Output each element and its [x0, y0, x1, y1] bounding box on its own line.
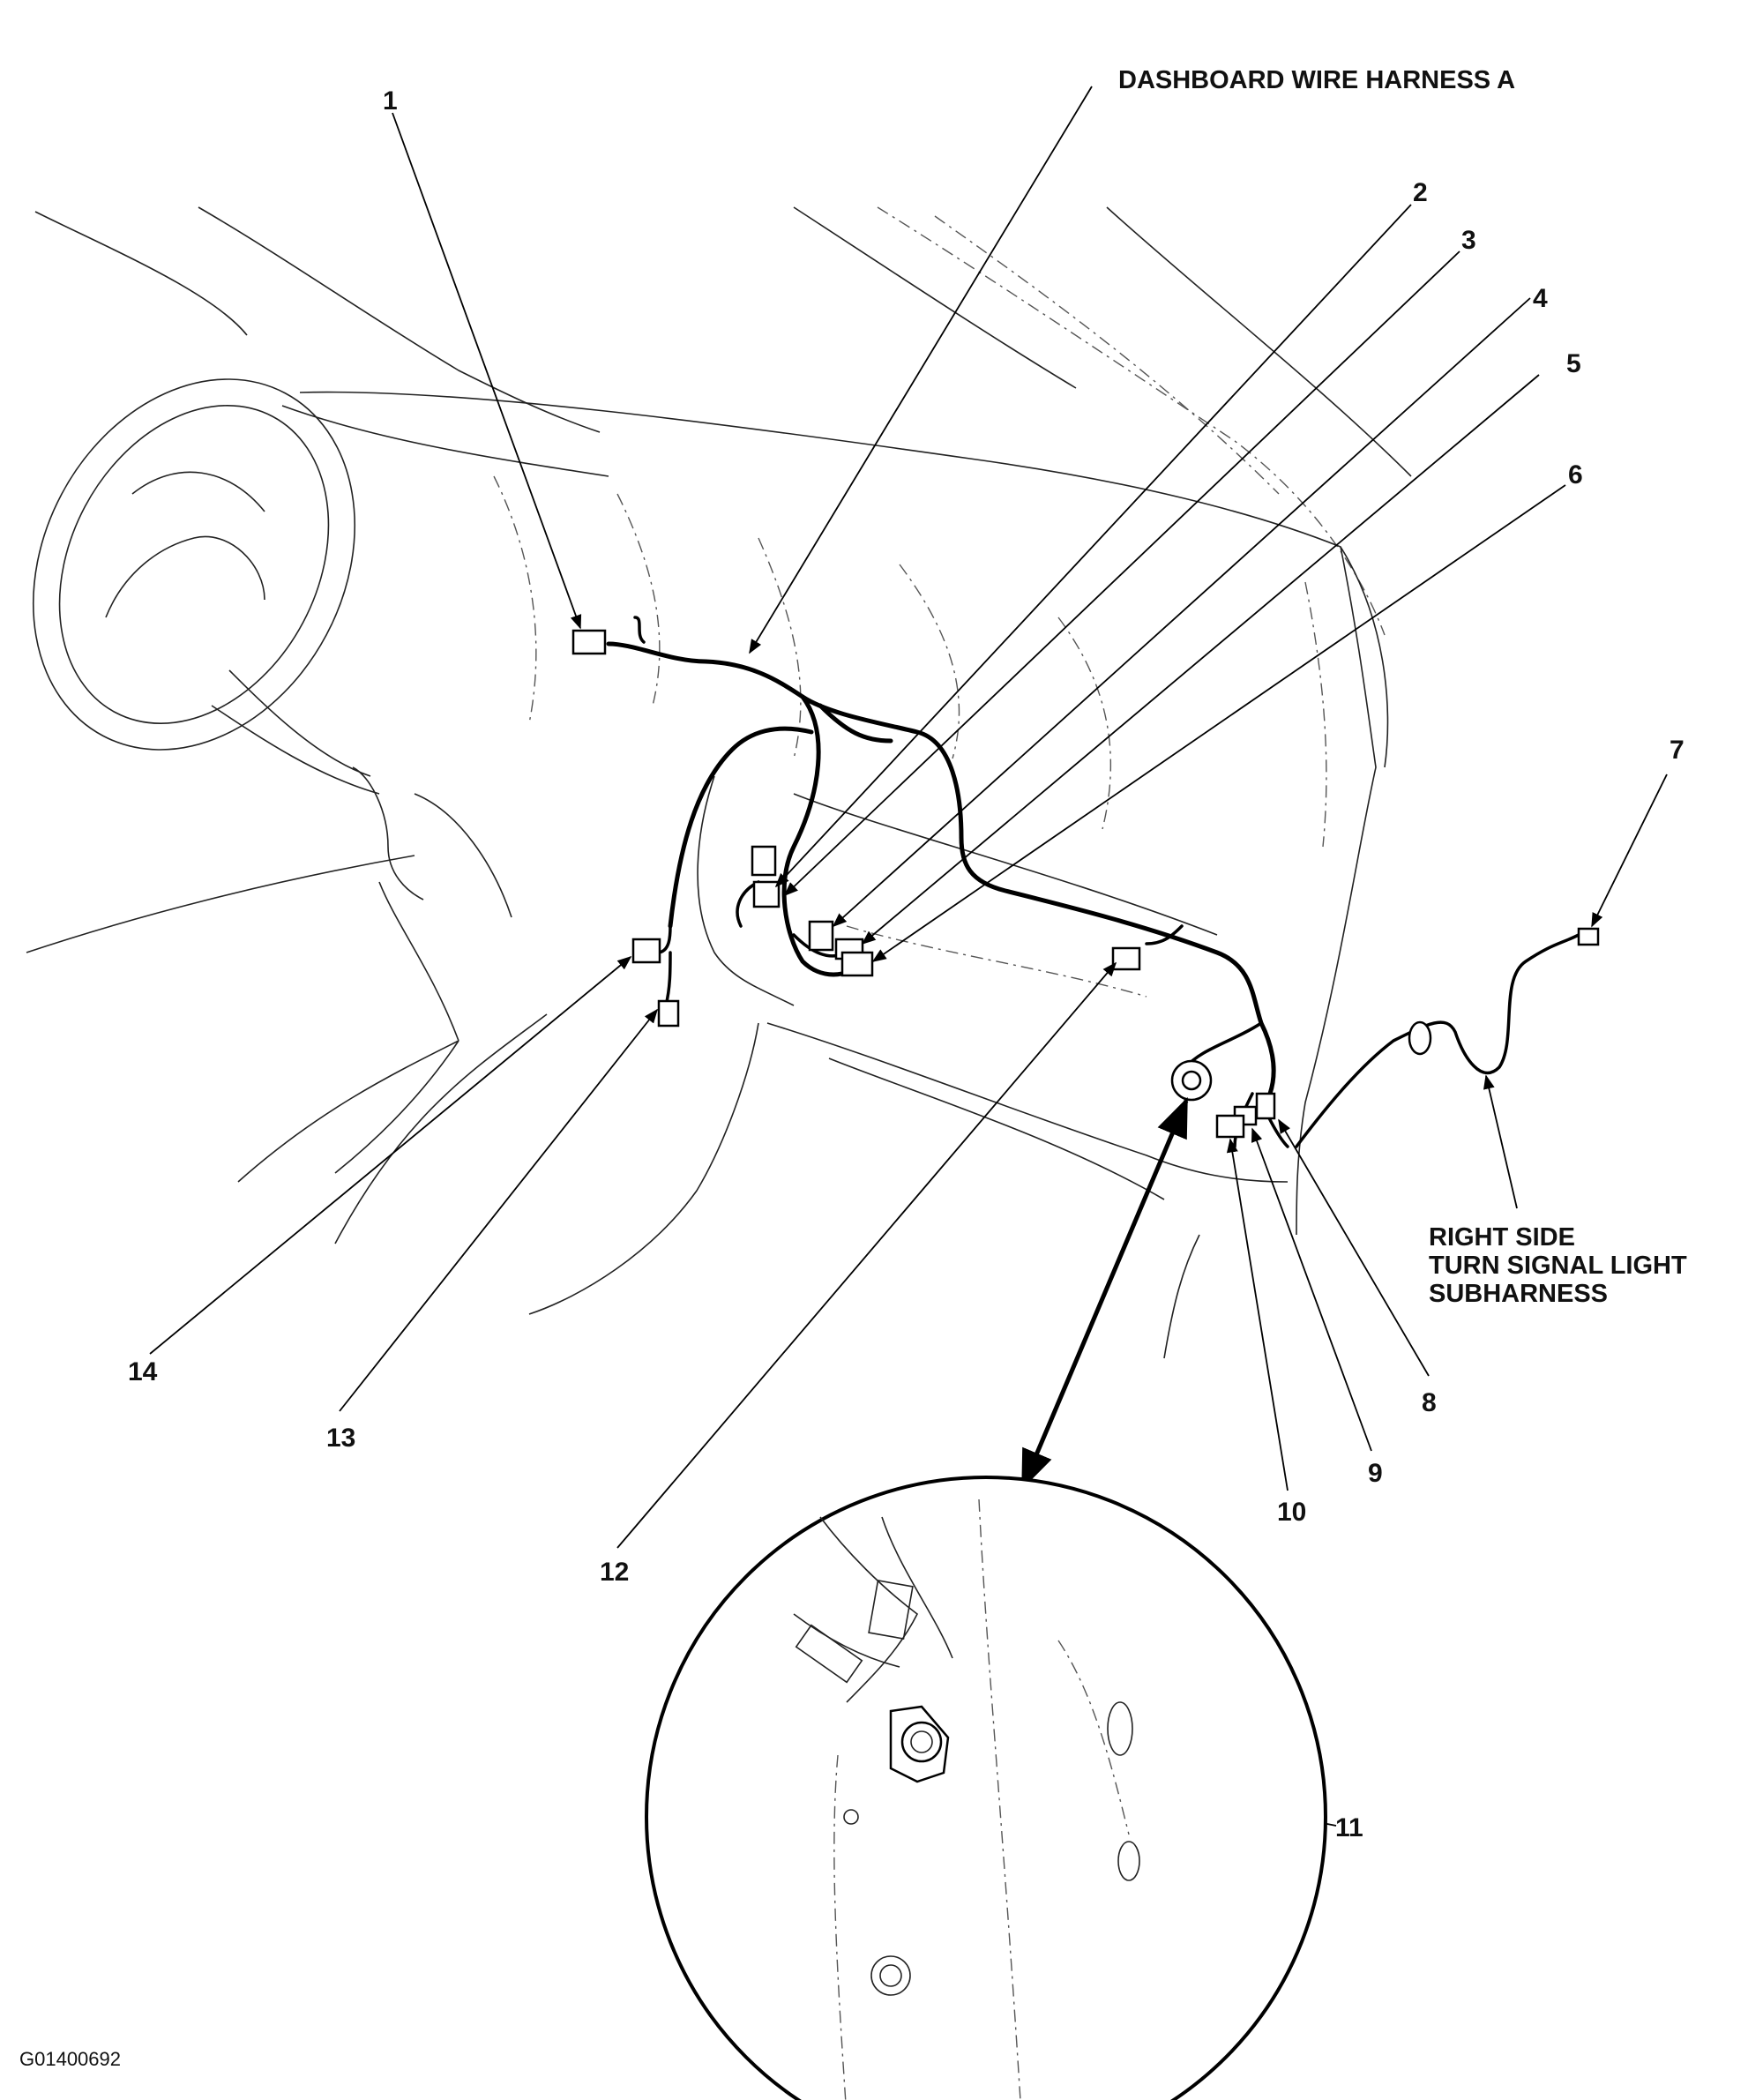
callout-3: 3	[1461, 226, 1476, 255]
callout-2: 2	[1413, 178, 1428, 207]
callout-11: 11	[1335, 1813, 1363, 1842]
connector-1	[571, 629, 607, 655]
callout-12: 12	[600, 1558, 629, 1587]
subharness-label-line2: TURN SIGNAL LIGHT	[1429, 1252, 1687, 1280]
connector-3	[752, 880, 781, 908]
connector-2	[751, 845, 777, 877]
callout-1: 1	[383, 86, 398, 116]
callout-5: 5	[1566, 349, 1581, 378]
callout-4: 4	[1533, 284, 1548, 313]
connector-13	[657, 999, 680, 1028]
connector-6	[840, 951, 874, 977]
callout-6: 6	[1568, 460, 1583, 490]
callout-14: 14	[128, 1357, 158, 1386]
leader-lines	[149, 86, 1668, 1827]
callout-13: 13	[326, 1424, 355, 1453]
harness-a-label: DASHBOARD WIRE HARNESS A	[1118, 66, 1515, 94]
callout-8: 8	[1422, 1388, 1437, 1417]
callout-9: 9	[1368, 1459, 1383, 1488]
connector-4	[808, 920, 834, 952]
callout-10: 10	[1277, 1498, 1306, 1527]
connectors	[571, 629, 1600, 1139]
connector-10	[1215, 1114, 1245, 1139]
connector-12	[1111, 946, 1141, 971]
callout-labels: 1 2 3 4 5 6 7 8 9 10 11 12 13 14	[128, 86, 1685, 1842]
subharness-label-line3: SUBHARNESS	[1429, 1280, 1608, 1308]
callout-7: 7	[1670, 736, 1685, 765]
connector-7	[1577, 927, 1600, 946]
detail-inset	[645, 1476, 1327, 2100]
vehicle-outline	[26, 206, 1412, 1359]
connector-8	[1255, 1092, 1276, 1120]
connector-14	[631, 938, 661, 964]
subharness-label-line1: RIGHT SIDE	[1429, 1223, 1575, 1252]
figure-id: G01400692	[19, 2048, 121, 2070]
